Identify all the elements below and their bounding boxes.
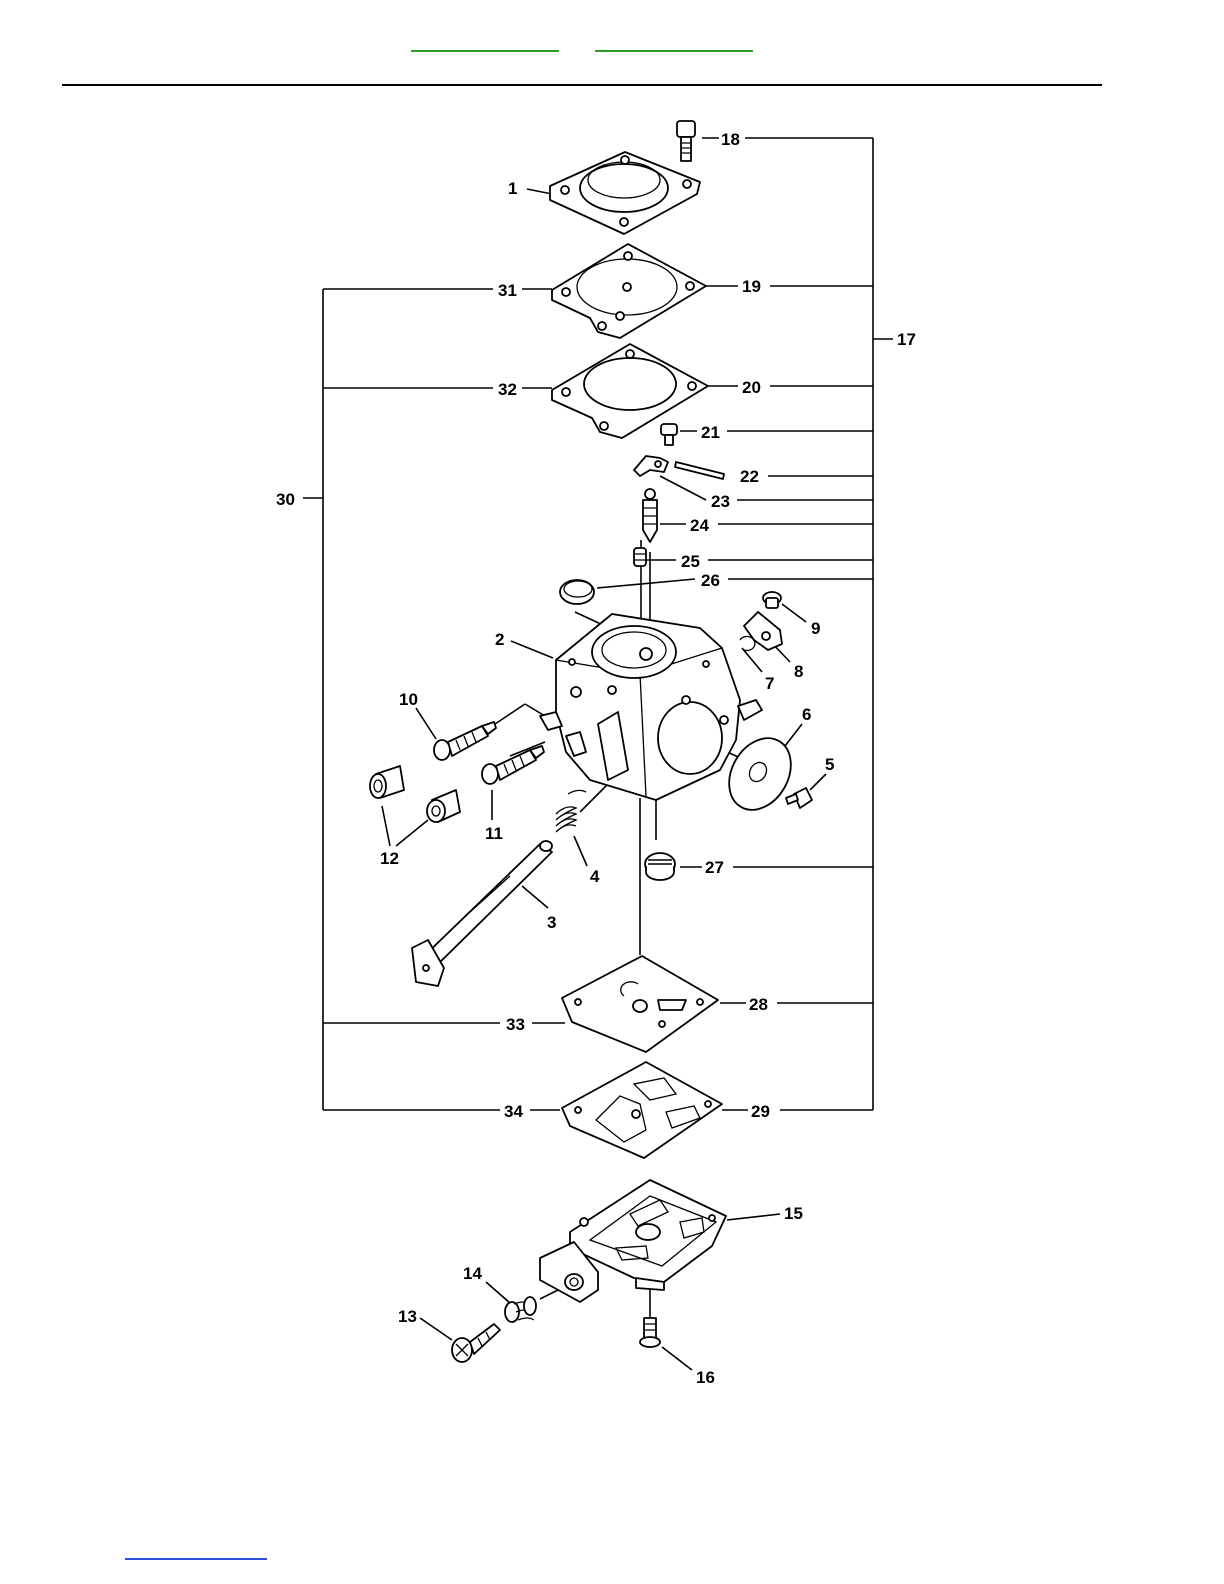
callout-13: 13 [398, 1307, 417, 1326]
callout-16: 16 [696, 1368, 715, 1387]
part-16-screw [640, 1318, 660, 1347]
part-21-screw [661, 424, 677, 445]
callout-33: 33 [506, 1015, 525, 1034]
callout-25: 25 [681, 552, 700, 571]
callout-29: 29 [751, 1102, 770, 1121]
part-26-welch-plug [560, 580, 594, 604]
callout-31: 31 [498, 281, 517, 300]
callout-20: 20 [742, 378, 761, 397]
part-14-spring [505, 1297, 536, 1322]
callout-32: 32 [498, 380, 517, 399]
callout-15: 15 [784, 1204, 803, 1223]
callout-22: 22 [740, 467, 759, 486]
part-20-gasket [552, 344, 708, 438]
part-27-screen [645, 853, 675, 880]
callout-19: 19 [742, 277, 761, 296]
part-10-adjusting-screw [434, 722, 496, 760]
callout-8: 8 [794, 662, 803, 681]
callout-2: 2 [495, 630, 504, 649]
part-29-gasket [562, 1062, 722, 1158]
part-15-pump-cover [540, 1180, 726, 1302]
part-11-adjusting-screw [482, 746, 544, 784]
callout-18: 18 [721, 130, 740, 149]
callout-28: 28 [749, 995, 768, 1014]
bracket-17 [708, 138, 893, 1110]
part-23-lever [634, 456, 668, 476]
part-1-cover [550, 152, 700, 234]
callout-11: 11 [485, 824, 503, 843]
callout-3: 3 [547, 913, 556, 932]
part-2-carburetor-body [540, 614, 762, 800]
part-22-pin [675, 462, 724, 479]
part-25-seat [634, 548, 646, 566]
callout-12: 12 [380, 849, 399, 868]
callout-17: 17 [897, 330, 916, 349]
callout-24: 24 [690, 516, 709, 535]
callout-30: 30 [276, 490, 295, 509]
footer-link[interactable] [125, 1556, 267, 1560]
callout-34: 34 [504, 1102, 523, 1121]
part-28-gasket [562, 956, 718, 1052]
footer-link-underline [125, 1558, 267, 1560]
callout-7: 7 [765, 674, 774, 693]
part-8-bracket [744, 612, 782, 650]
part-3-throttle-shaft [412, 841, 552, 986]
callout-27: 27 [705, 858, 724, 877]
callout-26: 26 [701, 571, 720, 590]
part-13-screw [452, 1324, 500, 1362]
part-9-screw [763, 592, 781, 608]
callout-9: 9 [811, 619, 820, 638]
part-24-needle-valve [643, 489, 657, 542]
callout-10: 10 [399, 690, 418, 709]
callout-21: 21 [701, 423, 720, 442]
part-5-screw [786, 788, 812, 808]
part-18-screw [677, 121, 695, 161]
callout-14: 14 [463, 1264, 482, 1283]
callout-5: 5 [825, 755, 834, 774]
part-19-diaphragm [552, 244, 706, 338]
callout-1: 1 [508, 179, 517, 198]
callout-4: 4 [590, 867, 600, 886]
callout-6: 6 [802, 705, 811, 724]
callout-23: 23 [711, 492, 730, 511]
